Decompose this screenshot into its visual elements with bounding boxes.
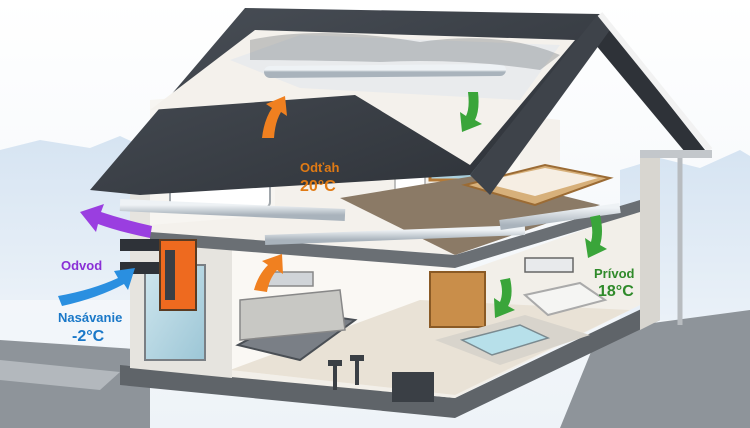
wall-unit-vent <box>524 257 574 273</box>
roof-gable-edge <box>470 14 610 195</box>
supply-arrow-living-2 <box>494 278 515 318</box>
coffee-table <box>459 324 551 356</box>
intake-arrow <box>58 268 135 306</box>
ventilation-unit-panel <box>165 250 175 300</box>
intake-label: Nasávanie <box>58 310 123 325</box>
duct-attic-main <box>264 64 506 78</box>
upper-floor-slab <box>150 200 640 268</box>
supply-label: Prívod <box>594 266 635 281</box>
exhaust-arrow-kitchen <box>254 254 283 292</box>
path-stones <box>0 360 120 390</box>
right-gable-wall <box>640 150 660 330</box>
tv-cabinet <box>392 372 434 402</box>
intake-temperature: -2°C <box>72 328 105 345</box>
exhaust-room-label: Odťah <box>300 160 340 175</box>
gutter <box>640 150 712 158</box>
sofa <box>522 281 608 317</box>
supply-temperature: 18°C <box>598 283 634 300</box>
kitchen-counter <box>239 289 346 341</box>
bed-linen <box>480 168 598 196</box>
exhaust-arrow-bathroom <box>262 96 287 138</box>
foundation-slab <box>120 300 660 418</box>
bar-stools <box>328 355 364 390</box>
exhaust-room-temperature: 20°C <box>300 178 336 195</box>
duct-outdoor-pipes <box>120 239 165 274</box>
bookshelf <box>429 271 486 328</box>
duct-right-branch <box>499 203 621 230</box>
outlet-arrow <box>80 204 152 238</box>
roof-right-slope <box>585 14 705 158</box>
supply-arrow-bedroom <box>460 92 482 132</box>
outlet-label: Odvod <box>61 258 103 273</box>
attic-haze <box>250 32 560 70</box>
roof-fascia <box>597 12 713 152</box>
supply-arrow-living-1 <box>585 215 607 258</box>
duct-lower-branch <box>264 225 526 245</box>
kitchen-hood <box>267 271 314 287</box>
duct-to-unit <box>119 199 346 221</box>
